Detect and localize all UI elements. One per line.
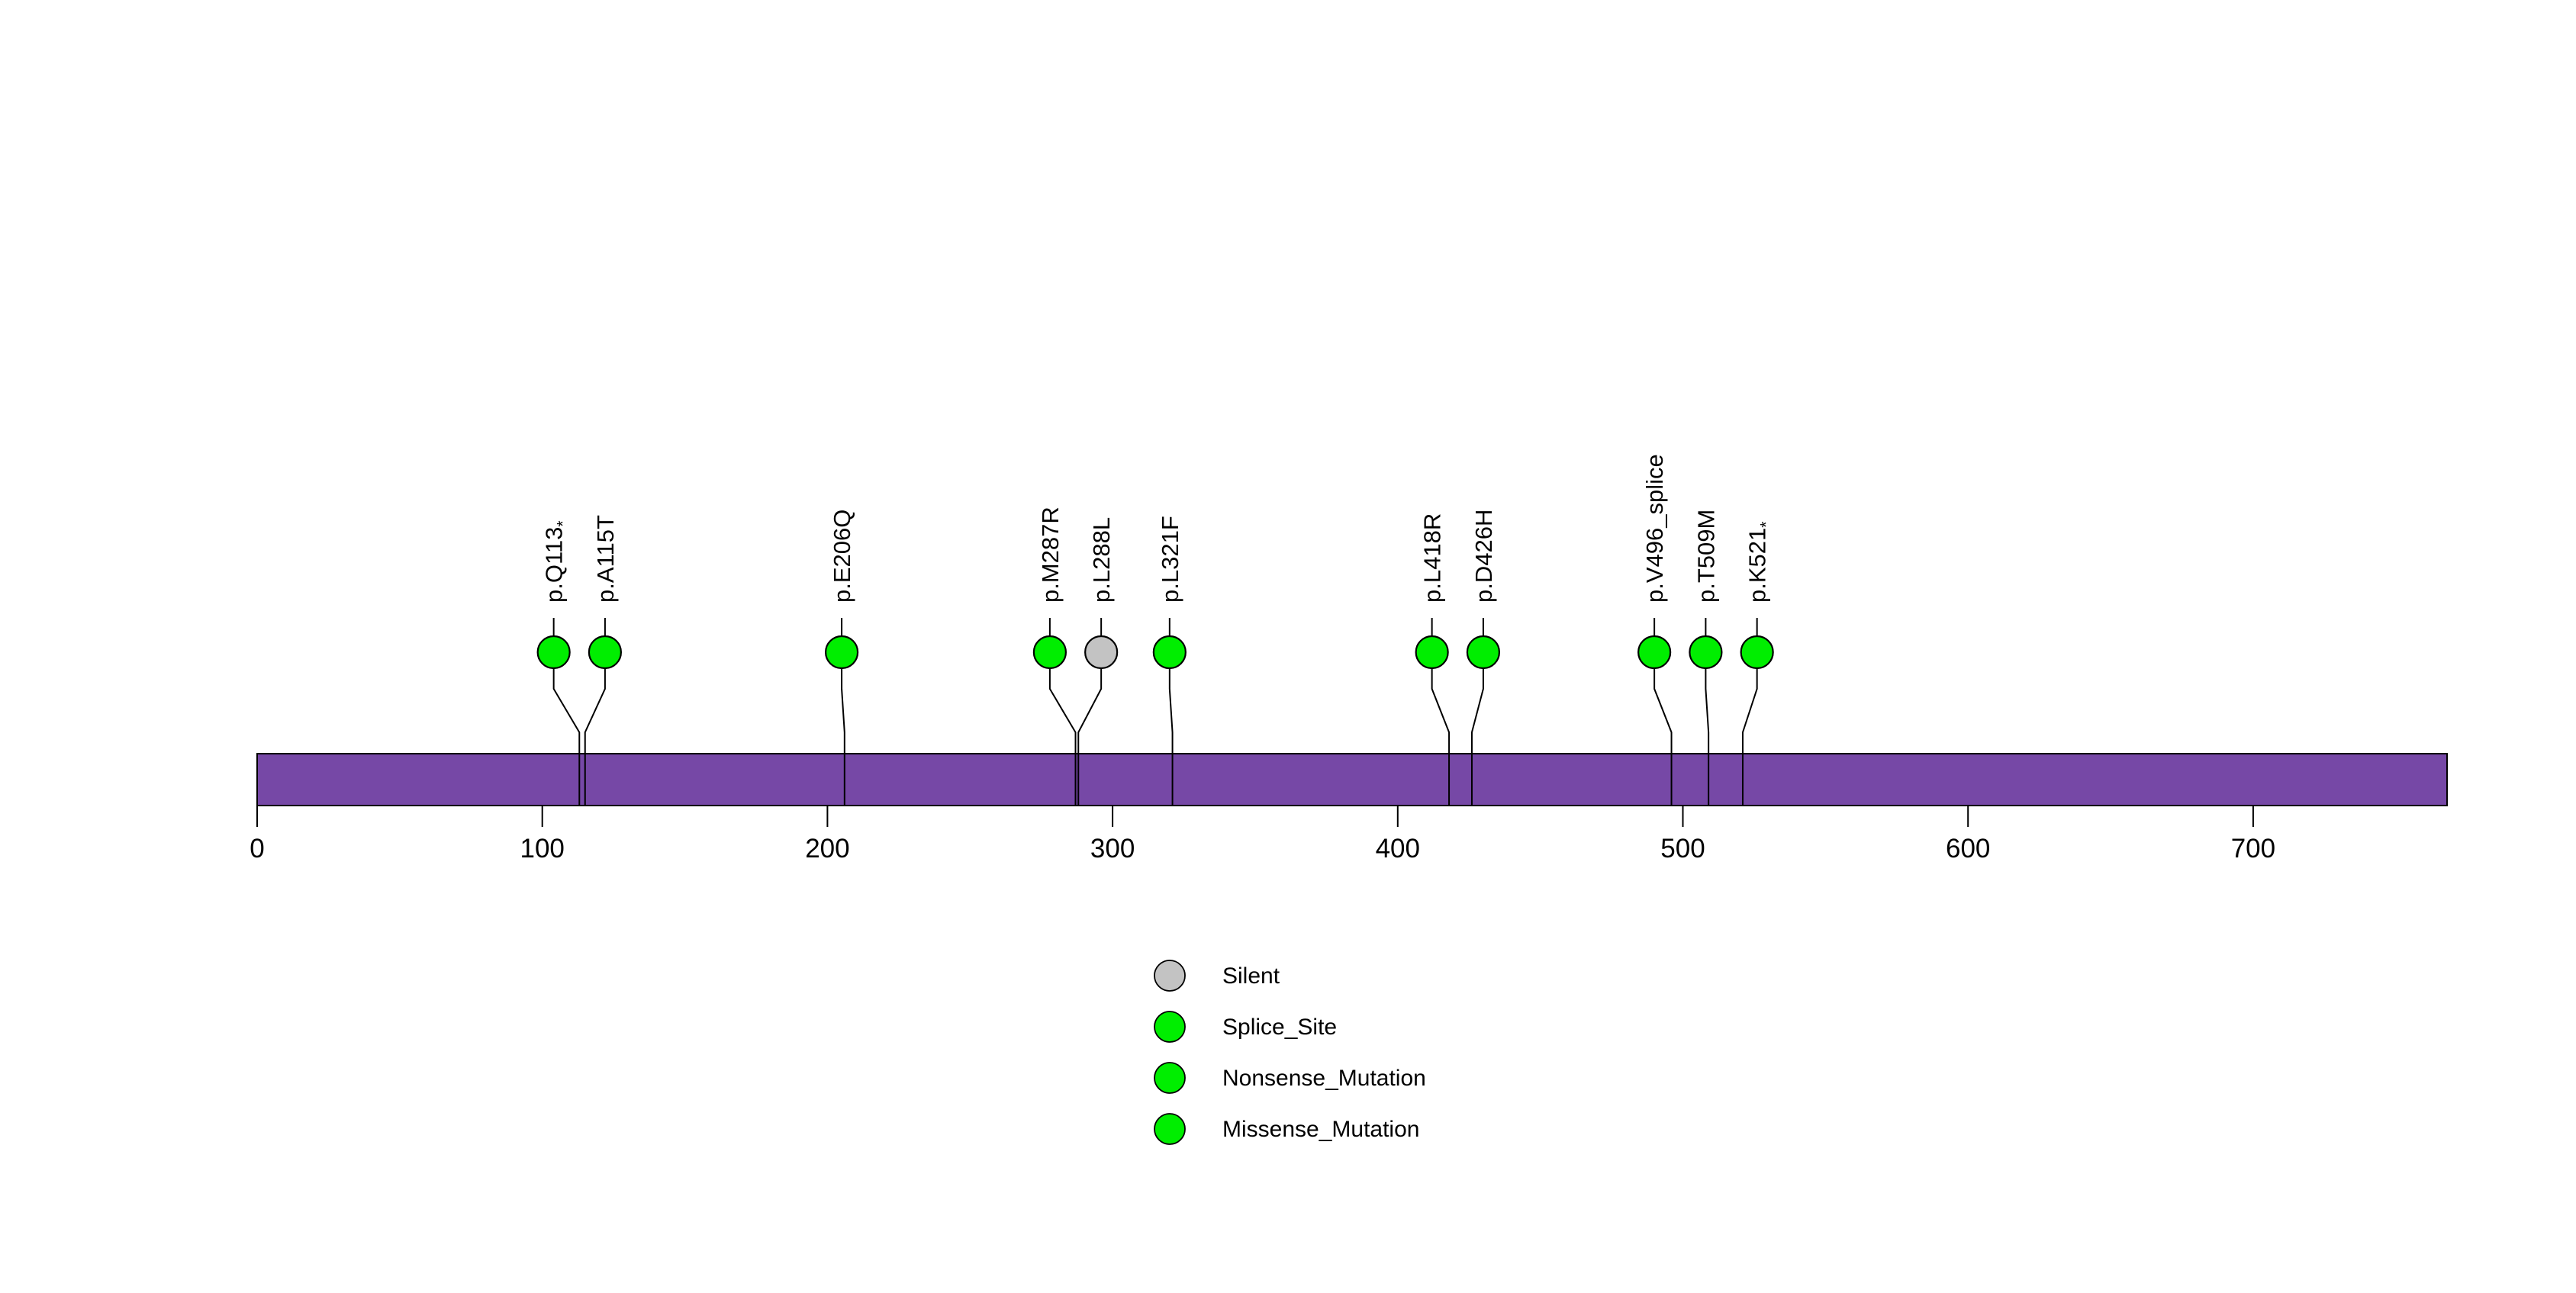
mutation-label: p.L321F [1157,516,1183,603]
mutation-label: p.Q113* [541,520,572,603]
mutation-label: p.V496_splice [1641,454,1668,603]
mutation-stick [1168,669,1174,805]
legend-item-Splice_Site: Splice_Site [1154,1011,1337,1043]
mutation-circle [1740,635,1774,670]
mutation-label: p.L288L [1088,517,1115,603]
mutation-circle [1637,635,1672,670]
mutation-circle [1152,635,1187,670]
legend: SilentSplice_SiteNonsense_MutationMissen… [1154,960,1426,1145]
legend-label: Nonsense_Mutation [1222,1066,1426,1091]
mutation-stick [552,669,581,805]
legend-label: Splice_Site [1222,1015,1337,1040]
mutation-lollipop-p.K521*: p.K521* [1740,522,1776,805]
mutation-lollipop-p.D426H: p.D426H [1466,510,1501,805]
x-axis: 0 100 200 300 400 500 600 700 [250,806,2275,864]
legend-swatch [1154,960,1186,992]
protein-bar-group [256,753,2449,806]
mutation-lollipop-p.Q113*: p.Q113* [536,520,581,805]
legend-swatch [1154,1113,1186,1145]
mutation-circle [1415,635,1449,670]
protein-bar [256,753,2449,806]
mutation-label: p.A115T [592,515,619,603]
axis-tick-label: 300 [1090,834,1135,864]
mutation-stick [1705,669,1710,805]
mutation-stick [1653,669,1673,805]
lollipops-group: p.Q113* p.A115T p.E206Q p.M287R p.L288L p.L32… [536,454,1776,805]
mutation-label: p.L418R [1419,513,1446,603]
mutation-lollipop-p.M287R: p.M287R [1032,507,1077,805]
legend-label: Missense_Mutation [1222,1117,1419,1142]
mutation-stick [1077,669,1103,805]
mutation-circle [1032,635,1067,670]
axis-tick-label: 200 [805,834,849,864]
legend-swatch [1154,1062,1186,1094]
mutation-circle [536,635,571,670]
axis-tick-label: 500 [1660,834,1705,864]
mutation-label: p.E206Q [829,510,855,603]
axis-tick-label: 100 [520,834,564,864]
mutation-stick [1470,669,1484,805]
mutation-stick [1741,669,1758,805]
mutation-stick [1431,669,1451,805]
mutation-stick [584,669,606,805]
axis-tick-label: 400 [1376,834,1420,864]
mutation-label: p.T509M [1692,510,1719,603]
mutation-circle [1084,635,1119,670]
mutation-lollipop-p.L321F: p.L321F [1152,516,1187,805]
mutation-label: p.K521* [1744,522,1776,603]
mutation-circle [1689,635,1723,670]
legend-item-Silent: Silent [1154,960,1280,992]
axis-tick-label: 0 [250,834,264,864]
axis-tick-label: 700 [2231,834,2275,864]
mutation-lollipop-p.L288L: p.L288L [1077,517,1119,805]
mutation-circle [824,635,859,670]
mutation-circle [588,635,623,670]
legend-label: Silent [1222,963,1280,989]
mutation-stick [1048,669,1077,805]
mutation-stick [841,669,845,805]
mutation-lollipop-p.E206Q: p.E206Q [824,510,859,805]
legend-item-Missense_Mutation: Missense_Mutation [1154,1113,1419,1145]
mutation-lollipop-p.L418R: p.L418R [1415,513,1451,805]
mutation-label: p.D426H [1470,510,1497,603]
mutation-lollipop-p.V496_splice: p.V496_splice [1637,454,1673,805]
legend-swatch [1154,1011,1186,1043]
mutation-label: p.M287R [1037,507,1064,603]
mutation-circle [1466,635,1501,670]
axis-tick-label: 600 [1946,834,1990,864]
mutation-lollipop-p.A115T: p.A115T [584,515,623,805]
mutation-lollipop-p.T509M: p.T509M [1689,510,1723,805]
legend-item-Nonsense_Mutation: Nonsense_Mutation [1154,1062,1426,1094]
